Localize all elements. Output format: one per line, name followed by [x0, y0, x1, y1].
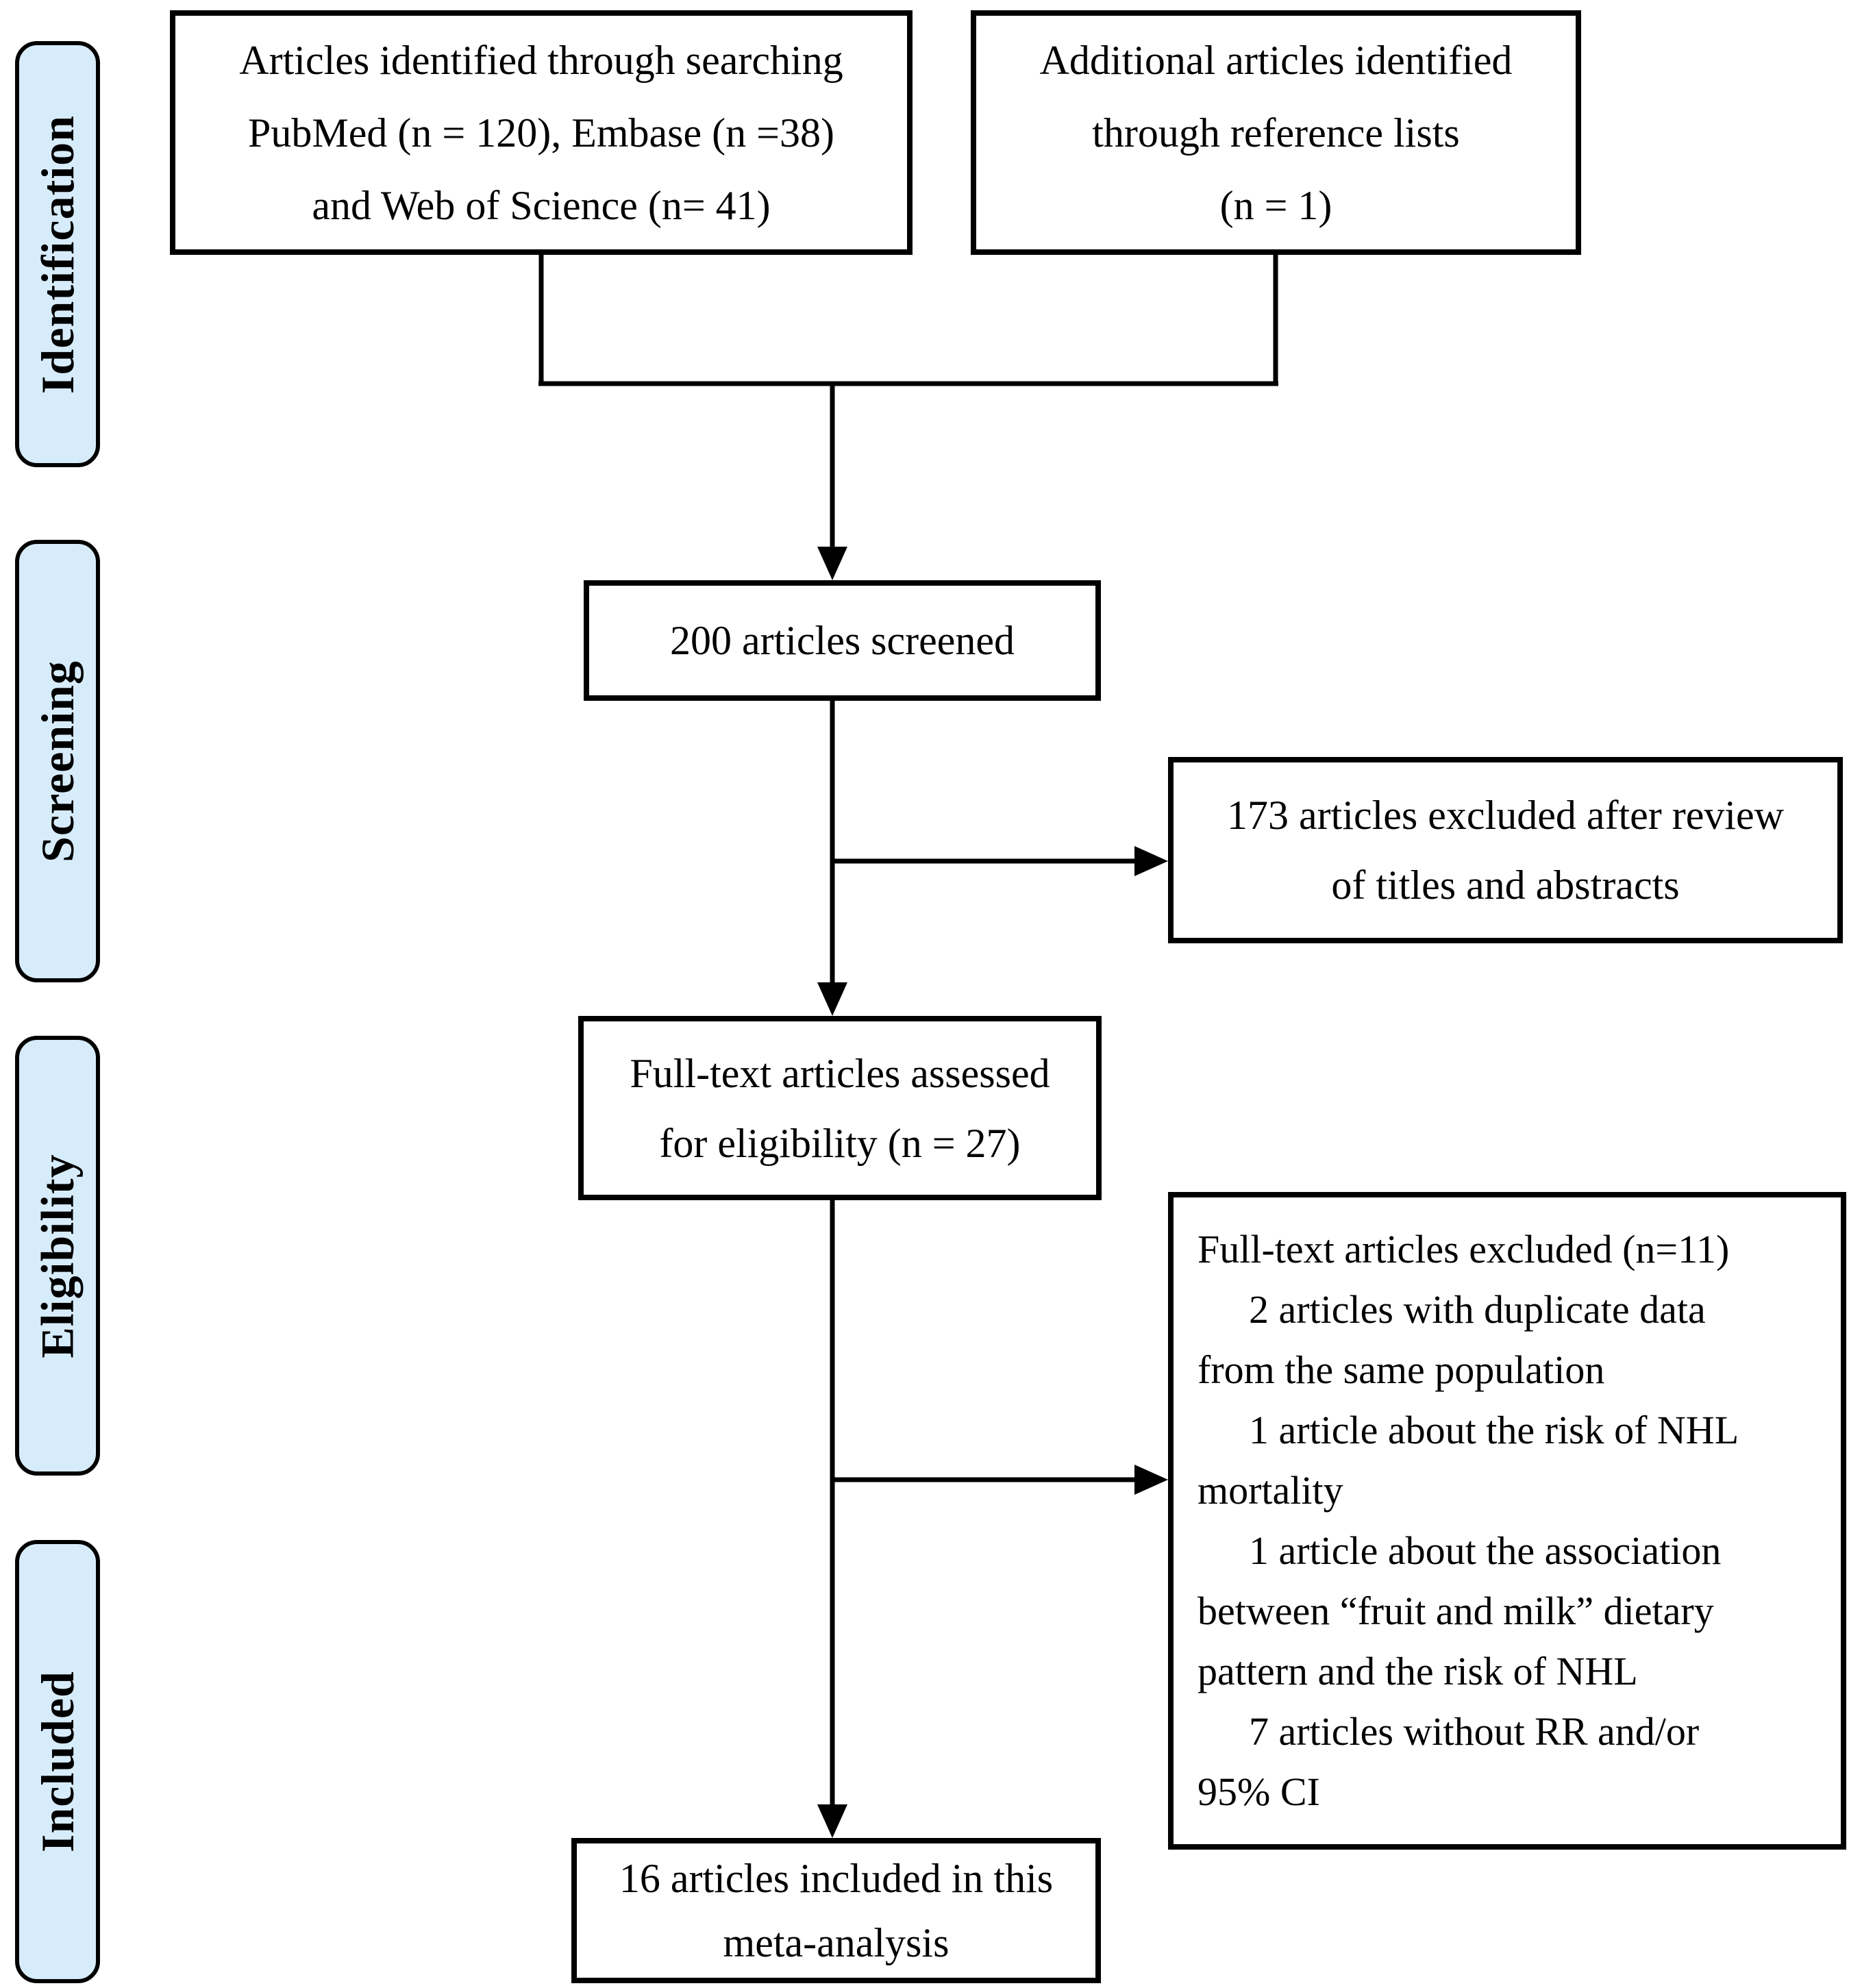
stage-label-screening-text: Screening [31, 660, 84, 862]
box-articles-identified-line: Articles identified through searching [239, 37, 843, 83]
merge-connector [538, 255, 1278, 386]
stage-label-eligibility: Eligibility [15, 1036, 100, 1476]
arrow-to-included [817, 1200, 847, 1838]
box-articles-identified: Articles identified through searching Pu… [170, 10, 913, 255]
box-fulltext-excluded: Full-text articles excluded (n=11) 2 art… [1168, 1192, 1846, 1850]
box-included-line: 16 articles included in this [619, 1856, 1054, 1901]
stage-label-included: Included [15, 1540, 100, 1983]
box-additional-articles-line: (n = 1) [1219, 182, 1332, 228]
arrow-to-excluded-fulltext [832, 1465, 1168, 1495]
stage-label-eligibility-text: Eligibility [31, 1153, 84, 1358]
box-included-line: meta-analysis [723, 1920, 950, 1965]
box-excluded-after-screening-line: 173 articles excluded after review [1227, 793, 1784, 838]
box-additional-articles-line: Additional articles identified [1039, 37, 1513, 83]
box-fulltext-excluded-line: Full-text articles excluded (n=11) [1197, 1227, 1730, 1271]
box-fulltext-assessed: Full-text articles assessed for eligibil… [578, 1016, 1102, 1200]
box-fulltext-assessed-line: Full-text articles assessed [630, 1050, 1050, 1096]
box-fulltext-excluded-line: pattern and the risk of NHL [1197, 1649, 1638, 1693]
box-additional-articles-line: through reference lists [1092, 110, 1460, 156]
box-fulltext-excluded-line: 95% CI [1197, 1769, 1320, 1814]
box-articles-screened: 200 articles screened [584, 580, 1101, 701]
box-articles-screened-text: 200 articles screened [669, 618, 1015, 663]
box-articles-identified-line: PubMed (n = 120), Embase (n =38) [248, 110, 834, 156]
box-included-in-meta-analysis: 16 articles included in this meta-analys… [571, 1838, 1101, 1983]
stage-label-included-text: Included [31, 1671, 84, 1852]
stage-label-screening: Screening [15, 540, 100, 982]
stage-label-identification-text: Identification [31, 114, 84, 394]
box-fulltext-excluded-line: 1 article about the risk of NHL [1249, 1408, 1739, 1452]
box-fulltext-excluded-line: mortality [1197, 1468, 1343, 1513]
box-fulltext-excluded-line: between “fruit and milk” dietary [1197, 1589, 1714, 1633]
arrow-to-screened [817, 384, 847, 580]
stage-label-identification: Identification [15, 41, 100, 467]
box-articles-identified-line: and Web of Science (n= 41) [312, 182, 771, 228]
box-fulltext-excluded-line: from the same population [1197, 1347, 1605, 1392]
box-excluded-after-screening-line: of titles and abstracts [1331, 862, 1680, 908]
arrow-to-excluded-screening [832, 846, 1168, 876]
box-excluded-after-screening: 173 articles excluded after review of ti… [1168, 757, 1843, 943]
box-fulltext-excluded-line: 2 articles with duplicate data [1249, 1287, 1706, 1332]
box-fulltext-excluded-line: 7 articles without RR and/or [1249, 1709, 1700, 1754]
arrow-to-fulltext [817, 701, 847, 1016]
box-fulltext-assessed-line: for eligibility (n = 27) [659, 1120, 1021, 1166]
box-additional-articles: Additional articles identified through r… [971, 10, 1581, 255]
box-fulltext-excluded-line: 1 article about the association [1249, 1528, 1722, 1573]
